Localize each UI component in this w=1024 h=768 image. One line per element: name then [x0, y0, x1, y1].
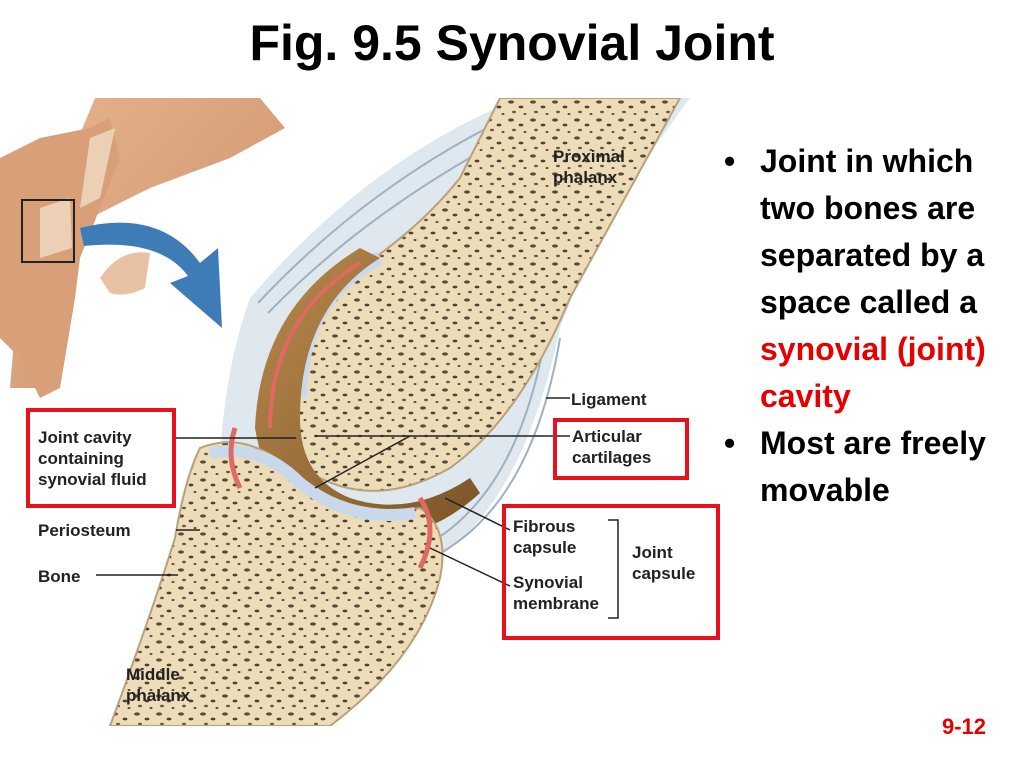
synovial-joint-figure: Proximal phalanx Ligament Joint cavity c…: [0, 98, 720, 726]
synovial-membrane-line-left: [228, 427, 243, 490]
bullet-list: • Joint in which two bones are separated…: [718, 138, 1018, 514]
bullet-item-2: • Most are freely movable: [718, 420, 1018, 514]
synovial-membrane-line: [417, 496, 433, 570]
label-joint-capsule: Joint capsule: [632, 543, 696, 583]
bullet-marker: •: [724, 425, 736, 461]
bullet-marker: •: [724, 143, 736, 179]
label-ligament: Ligament: [571, 390, 647, 409]
highlight-box-joint-capsule: [502, 504, 720, 640]
leader-lines: [96, 397, 619, 619]
label-fibrous-capsule: Fibrous capsule: [513, 517, 577, 557]
joint-cavity-fluid: [255, 248, 480, 540]
zoom-arrow: [80, 222, 222, 328]
joint-illustration: [0, 98, 691, 726]
slide-title: Fig. 9.5 Synovial Joint: [249, 15, 775, 71]
highlight-box-articular-cartilages: [553, 418, 689, 480]
hand-illustration: [0, 98, 285, 398]
label-joint-cavity: Joint cavity containing synovial fluid: [38, 428, 147, 489]
bullet-item-1: • Joint in which two bones are separated…: [718, 138, 1018, 420]
bullet-highlight-synovial-cavity: synovial (joint) cavity: [760, 331, 986, 414]
label-articular-cartilages: Articular cartilages: [572, 427, 652, 467]
label-middle-phalanx: Middle phalanx: [126, 665, 191, 705]
highlight-box-joint-cavity: [26, 408, 176, 508]
zoom-box: [21, 199, 75, 263]
label-periosteum: Periosteum: [38, 521, 131, 540]
label-bone: Bone: [38, 567, 81, 586]
label-proximal-phalanx: Proximal phalanx: [553, 147, 625, 187]
page-number: 9-12: [941, 714, 986, 739]
bullet-text-1: Joint in which two bones are separated b…: [760, 143, 985, 320]
middle-phalanx-bone: [108, 441, 444, 726]
bullet-text-2: Most are freely movable: [760, 425, 986, 508]
label-synovial-membrane: Synovial membrane: [513, 573, 599, 613]
